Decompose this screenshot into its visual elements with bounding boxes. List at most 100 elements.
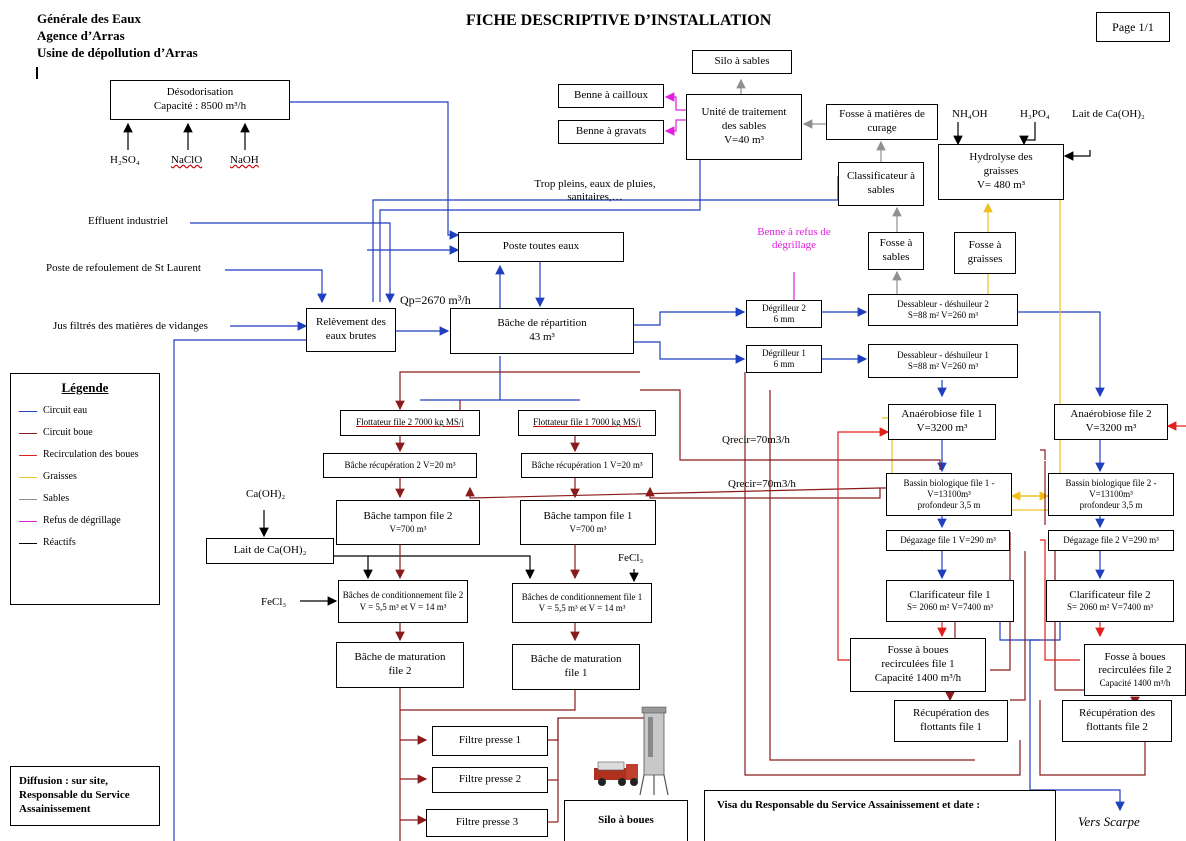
bache-recup1-box: Bâche récupération 1 V=20 m³	[521, 453, 653, 478]
reagent-lait-top: Lait de Ca(OH)₂	[1072, 108, 1145, 120]
reagent-fecl3-mid: FeCl₃	[618, 552, 644, 564]
maturation1-label: Bâche de maturation file 1	[530, 653, 622, 679]
recup-flottants2-label: Récupération des flottants file 2	[1078, 707, 1156, 733]
reagent-fecl3-left: FeCl₃	[261, 596, 287, 608]
fosse-boues2-box: Fosse à boues recirculées file 2 Capacit…	[1084, 644, 1186, 696]
bassin2-label: Bassin biologique file 2 -	[1065, 477, 1157, 488]
conditionnement1-box: Bâches de conditionnement file 1 V = 5,5…	[512, 583, 652, 623]
benne-gravats-label: Benne à gravats	[575, 125, 647, 138]
hydrolyse-volume: V= 480 m³	[976, 178, 1025, 191]
flottateur2-label: Flottateur file 2 7000 kg MS/j	[356, 417, 464, 428]
fosse-boues2-capacity: Capacité 1400 m³/h	[1099, 678, 1171, 689]
flow-qp-label: Qp=2670 m³/h	[400, 293, 471, 307]
degrilleur1-box: Dégrilleur 1 6 mm	[746, 345, 822, 373]
dessableur1-box: Dessableur - déshuileur 1 S=88 m² V=260 …	[868, 344, 1018, 378]
bache-repartition-box: Bâche de répartition 43 m³	[450, 308, 634, 354]
input-effluent: Effluent industriel	[88, 215, 169, 227]
legend-swatch	[19, 410, 37, 412]
recup-flottants1-label: Récupération des flottants file 1	[912, 707, 990, 733]
diffusion-box: Diffusion : sur site, Responsable du Ser…	[10, 766, 160, 826]
legend-title: Légende	[61, 380, 109, 395]
input-trop-pleins: Trop pleins, eaux de pluies, sanitaires,…	[534, 178, 656, 204]
dessableur2-box: Dessableur - déshuileur 2 S=88 m² V=260 …	[868, 294, 1018, 326]
poste-toutes-eaux-box: Poste toutes eaux	[458, 232, 624, 262]
flottateur1-box: Flottateur file 1 7000 kg MS/j	[518, 410, 656, 436]
anaerobiose1-box: Anaérobiose file 1 V=3200 m³	[888, 404, 996, 440]
legend-item-label: Sables	[43, 493, 70, 504]
unite-traitement-label: Unité de traitement des sables	[701, 106, 787, 133]
degrilleur2-mesh: 6 mm	[773, 314, 795, 324]
flottateur2-box: Flottateur file 2 7000 kg MS/j	[340, 410, 480, 436]
benne-cailloux-box: Benne à cailloux	[558, 84, 664, 108]
q-recir1-label: Qrecir=70m3/h	[722, 434, 790, 446]
benne-cailloux-label: Benne à cailloux	[574, 89, 648, 102]
degazage2-label: Dégazage file 2 V=290 m³	[1063, 534, 1159, 545]
legend-item: Recirculation des boues	[19, 444, 151, 466]
legend-swatch	[19, 432, 37, 434]
input-st-laurent: Poste de refoulement de St Laurent	[46, 262, 201, 274]
fosse-boues1-box: Fosse à boues recirculées file 1 Capacit…	[850, 638, 986, 692]
degazage1-label: Dégazage file 1 V=290 m³	[900, 534, 996, 545]
bache-tampon1-volume: V=700 m³	[569, 523, 607, 534]
silo-sables-label: Silo à sables	[714, 55, 770, 68]
filtre-presse2-label: Filtre presse 2	[458, 773, 522, 786]
silo-boues-box: Silo à boues	[564, 800, 688, 841]
bache-tampon2-volume: V=700 m³	[389, 523, 427, 534]
org-agency: Agence d’Arras	[37, 28, 125, 43]
clarificateur2-box: Clarificateur file 2 S= 2060 m² V=7400 m…	[1046, 580, 1174, 622]
benne-gravats-box: Benne à gravats	[558, 120, 664, 144]
org-name: Générale des Eaux	[37, 11, 141, 26]
dessableur1-label: Dessableur - déshuileur 1	[897, 349, 989, 360]
reagent-h2so4: H₂SO₄	[110, 154, 140, 166]
fosse-sables-box: Fosse à sables	[868, 232, 924, 270]
hydrolyse-box: Hydrolyse des graisses V= 480 m³	[938, 144, 1064, 200]
diffusion-text: Diffusion : sur site, Responsable du Ser…	[19, 775, 130, 815]
bache-tampon1-box: Bâche tampon file 1 V=700 m³	[520, 500, 656, 545]
visa-box[interactable]: Visa du Responsable du Service Assainiss…	[704, 790, 1056, 841]
fosse-boues1-label: Fosse à boues recirculées file 1	[881, 644, 955, 671]
clarificateur1-label: Clarificateur file 1	[909, 588, 991, 601]
reagent-h3po4: H₃PO₄	[1020, 108, 1050, 120]
lait-chaux-label: Lait de Ca(OH)₂	[233, 544, 307, 557]
anaerobiose1-volume: V=3200 m³	[916, 422, 968, 434]
bache-recup1-label: Bâche récupération 1 V=20 m³	[531, 459, 643, 470]
maturation2-box: Bâche de maturation file 2	[336, 642, 464, 688]
text-cursor	[36, 67, 38, 79]
bache-repartition-volume: 43 m³	[529, 331, 555, 343]
bassin2-volume: V=13100m³	[1089, 488, 1133, 499]
fosse-sables-label: Fosse à sables	[879, 237, 913, 263]
poste-toutes-eaux-label: Poste toutes eaux	[502, 240, 580, 253]
relevement-label: Relèvement des eaux brutes	[316, 316, 386, 342]
q-recir2-label: Qrecir=70m3/h	[728, 478, 796, 490]
degrilleur1-mesh: 6 mm	[773, 359, 795, 369]
maturation2-label: Bâche de maturation file 2	[354, 651, 446, 677]
fosse-boues1-capacity: Capacité 1400 m³/h	[874, 671, 962, 684]
reagent-naclo: NaClO	[171, 154, 203, 166]
unite-traitement-volume: V=40 m³	[724, 133, 764, 146]
anaerobiose2-volume: V=3200 m³	[1085, 422, 1137, 434]
legend-item: Refus de dégrillage	[19, 510, 151, 532]
silo-sables-box: Silo à sables	[692, 50, 792, 74]
degazage2-box: Dégazage file 2 V=290 m³	[1048, 530, 1174, 551]
filtre-presse1-label: Filtre presse 1	[458, 734, 522, 747]
desodorisation-box: Désodorisation Capacité : 8500 m³/h	[110, 80, 290, 120]
bache-tampon2-box: Bâche tampon file 2 V=700 m³	[336, 500, 480, 545]
silo-icon	[639, 706, 669, 796]
bache-tampon2-label: Bâche tampon file 2	[363, 510, 453, 522]
filtre-presse3-box: Filtre presse 3	[426, 809, 548, 837]
dessableur2-specs: S=88 m² V=260 m³	[907, 310, 979, 320]
fosse-curage-box: Fosse à matières de curage	[826, 104, 938, 140]
clarificateur2-label: Clarificateur file 2	[1069, 588, 1151, 601]
legend-swatch	[19, 454, 37, 456]
maturation1-box: Bâche de maturation file 1	[512, 644, 640, 690]
page-number: Page 1/1	[1096, 12, 1170, 42]
input-jus-filtres: Jus filtrés des matières de vidanges	[53, 320, 208, 332]
legend-item: Réactifs	[19, 532, 151, 554]
conditionnement1-label: Bâches de conditionnement file 1	[521, 591, 643, 602]
bassin2-box: Bassin biologique file 2 - V=13100m³ pro…	[1048, 473, 1174, 516]
reagent-nh4oh: NH₄OH	[952, 108, 988, 120]
fosse-boues2-label: Fosse à boues recirculées file 2	[1098, 650, 1172, 677]
clarificateur1-box: Clarificateur file 1 S= 2060 m² V=7400 m…	[886, 580, 1014, 622]
legend-item-label: Circuit boue	[43, 427, 93, 438]
